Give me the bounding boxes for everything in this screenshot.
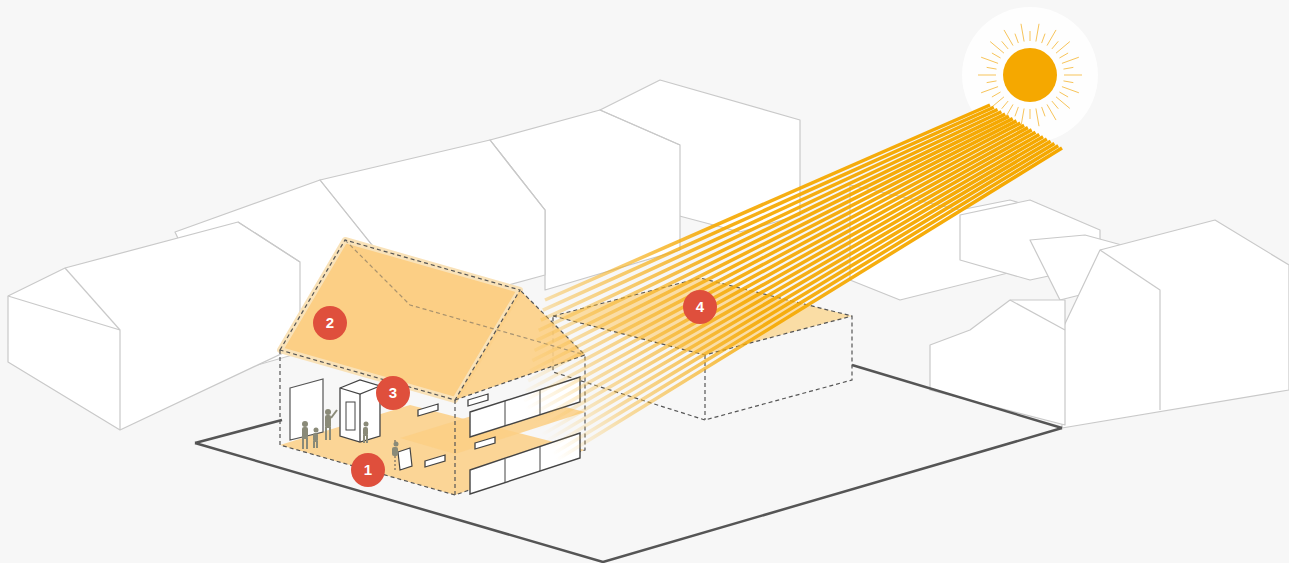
sun-ray — [1064, 75, 1082, 76]
sun-ray — [1063, 67, 1073, 69]
sun-ray — [1059, 92, 1068, 97]
sun-ray — [992, 92, 1001, 97]
sun-ray — [1030, 31, 1031, 41]
sun-ray — [987, 67, 997, 69]
sun-ray — [992, 53, 1001, 58]
light-beam — [513, 139, 1046, 452]
sun-ray — [1063, 81, 1073, 83]
sun-ray — [1042, 107, 1045, 116]
callout-number: 2 — [313, 306, 347, 340]
sun-ray — [1052, 41, 1058, 49]
light-beam — [507, 146, 1058, 482]
light-beam — [520, 132, 1036, 421]
sun-ray — [1059, 53, 1068, 58]
light-beam — [524, 128, 1028, 401]
sun-ray — [981, 57, 998, 63]
light-beam — [528, 123, 1020, 381]
sun — [1003, 48, 1057, 102]
light-beam — [532, 119, 1012, 361]
light-beam — [526, 125, 1024, 391]
light-beam — [530, 121, 1016, 371]
sun-ray — [1056, 97, 1070, 109]
sun-ray — [1002, 101, 1008, 109]
light-beam — [516, 137, 1044, 442]
sun-ray — [987, 81, 997, 83]
sun-ray — [1042, 34, 1045, 43]
sun-ray — [978, 75, 996, 76]
sun-ray — [1062, 87, 1079, 93]
sun-ray — [1021, 108, 1024, 126]
sun-ray — [1021, 24, 1024, 42]
light-beam — [522, 130, 1032, 411]
light-beams — [505, 105, 1062, 492]
sun-ray — [1036, 108, 1039, 126]
callout-number: 1 — [351, 453, 385, 487]
sun-ray — [1004, 30, 1013, 46]
sun-ray — [981, 87, 998, 93]
sun-ray — [1015, 34, 1018, 43]
sun-ray — [1030, 109, 1031, 119]
light-beam — [511, 141, 1050, 461]
callout-number: 4 — [683, 290, 717, 324]
light-beam — [505, 148, 1062, 492]
sun-ray — [990, 42, 1004, 54]
light-beam — [509, 143, 1054, 471]
callout-number: 3 — [376, 376, 410, 410]
sun-ray — [1056, 42, 1070, 54]
sun-ray — [1036, 24, 1039, 42]
sun-ray — [1062, 57, 1079, 63]
sun-ray — [1052, 101, 1058, 109]
light-beam — [518, 134, 1040, 431]
sun-ray — [1002, 41, 1008, 49]
sun-ray — [1047, 104, 1056, 120]
sun-ray — [1015, 107, 1018, 116]
sun-ray — [1047, 30, 1056, 46]
